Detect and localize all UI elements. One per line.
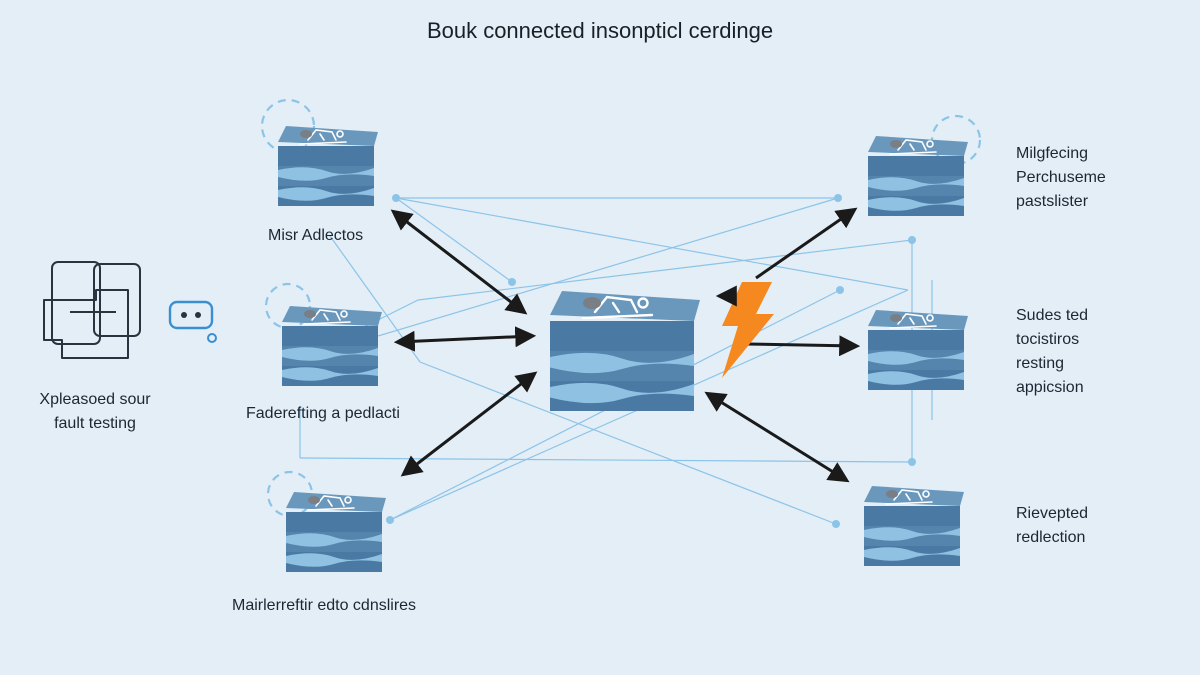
server-stack-icon — [281, 305, 383, 387]
node-label-mid-right-line-1: Sudes ted — [1016, 307, 1089, 324]
node-label-bottom-left: Mairlerreftir edto cdnslires — [232, 597, 417, 614]
node-label-top-right-line-3: pastslister — [1016, 193, 1089, 210]
server-stack-icon — [867, 135, 969, 217]
left-panel-label: Xpleasoed sour fault testing — [20, 388, 170, 436]
server-stack-icon — [277, 125, 379, 207]
left-panel-line-2: fault testing — [54, 415, 136, 432]
node-label-top-right-line-2: Perchuseme — [1016, 169, 1106, 186]
node-label-top-right-line-1: Milgfecing — [1016, 145, 1089, 162]
arrows — [390, 207, 861, 483]
server-stack-icon — [863, 485, 965, 567]
node-label-top-left: Misr Adlectos — [268, 227, 364, 244]
server-stack-icon — [548, 289, 702, 413]
server-stack-icon — [867, 309, 969, 391]
node-label-mid-right: Sudes ted tocistiros resting appicsion — [1016, 304, 1088, 400]
node-label-bottom-right-line-2: redlection — [1016, 529, 1086, 546]
node-label-bottom-right-line-1: Rievepted — [1016, 505, 1089, 522]
node-label-mid-right-line-4: appicsion — [1016, 379, 1084, 396]
document-stack-icon — [43, 261, 141, 359]
node-label-mid-right-line-2: tocistiros — [1016, 331, 1080, 348]
server-stack-icon — [285, 491, 387, 573]
diagram-title: Bouk connected insonpticl cerdinge — [426, 18, 774, 43]
chat-bubble-icon — [168, 300, 217, 343]
node-label-mid-left: Faderefting a pedlacti — [246, 405, 400, 422]
left-panel-line-1: Xpleasoed sour — [39, 391, 151, 408]
node-label-top-right: Milgfecing Perchuseme pastslister — [1016, 142, 1106, 214]
node-label-bottom-right: Rievepted redlection — [1016, 502, 1088, 550]
node-label-mid-right-line-3: resting — [1016, 355, 1065, 372]
